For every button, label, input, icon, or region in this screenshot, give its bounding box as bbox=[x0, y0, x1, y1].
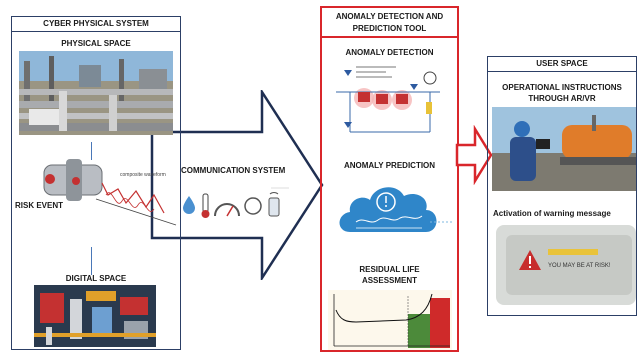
operational-instructions-line-2: THROUGH AR/VR bbox=[528, 94, 596, 103]
cyber-physical-system-panel: CYBER PHYSICAL SYSTEM PHYSICAL SPACE com… bbox=[11, 16, 181, 350]
user-space-panel: USER SPACE OPERATIONAL INSTRUCTIONS THRO… bbox=[487, 56, 637, 316]
tool-title-line-1: ANOMALY DETECTION AND bbox=[335, 12, 444, 21]
anomaly-tool-title: ANOMALY DETECTION AND PREDICTION TOOL bbox=[322, 8, 457, 38]
cps-title: CYBER PHYSICAL SYSTEM bbox=[12, 17, 180, 32]
communication-sensors bbox=[183, 187, 289, 218]
anomaly-tool-panel: ANOMALY DETECTION AND PREDICTION TOOL AN… bbox=[320, 6, 459, 352]
tool-title-line-2: PREDICTION TOOL bbox=[352, 24, 427, 33]
anomaly-prediction-label: ANOMALY PREDICTION bbox=[343, 161, 436, 170]
operational-instructions-line-1: OPERATIONAL INSTRUCTIONS bbox=[502, 83, 622, 92]
digital-space-label: DIGITAL SPACE bbox=[65, 274, 127, 283]
warning-dialog: YOU MAY BE AT RISK! bbox=[506, 235, 632, 295]
user-space-title: USER SPACE bbox=[488, 57, 636, 72]
wireless-node-icon bbox=[268, 197, 280, 217]
rla-label-line-2: ASSESSMENT bbox=[361, 276, 418, 285]
warning-message-text: YOU MAY BE AT RISK! bbox=[548, 263, 611, 269]
humidity-sensor-icon bbox=[183, 196, 195, 214]
communication-arrow bbox=[150, 90, 324, 280]
ar-vr-worker-photo bbox=[492, 107, 636, 191]
rla-failure-zone bbox=[430, 298, 450, 348]
clock-sensor-icon bbox=[244, 197, 262, 215]
anomaly-detection-label: ANOMALY DETECTION bbox=[345, 48, 434, 57]
digital-space-model bbox=[34, 285, 156, 347]
output-arrow bbox=[455, 125, 493, 185]
warning-activation-label: Activation of warning message bbox=[493, 209, 611, 218]
connector-line-bottom bbox=[91, 247, 92, 275]
composite-waveform-annotation: composite waveform bbox=[120, 172, 166, 178]
anomaly-detection-diagram bbox=[336, 66, 440, 133]
connector-line-top bbox=[91, 142, 92, 160]
rla-label-line-1: RESIDUAL LIFE bbox=[359, 265, 420, 274]
thermometer-icon bbox=[202, 193, 209, 213]
physical-plant-photo bbox=[19, 51, 173, 135]
physical-space-label: PHYSICAL SPACE bbox=[61, 39, 131, 48]
warning-heading-bar bbox=[548, 249, 598, 255]
risk-event-label: RISK EVENT bbox=[15, 201, 64, 210]
risk-event-illustration bbox=[43, 159, 177, 226]
tablet bbox=[536, 139, 550, 149]
residual-life-chart bbox=[328, 290, 452, 350]
prediction-cloud-icon bbox=[339, 187, 452, 232]
rla-safe-zone bbox=[408, 314, 430, 348]
communication-system-label: COMMUNICATION SYSTEM bbox=[181, 166, 286, 175]
warning-triangle-icon bbox=[519, 250, 541, 270]
warning-screen: YOU MAY BE AT RISK! bbox=[496, 225, 636, 305]
hard-hat bbox=[514, 121, 530, 137]
tank-truck bbox=[562, 125, 632, 159]
gauge-icon bbox=[214, 203, 240, 217]
